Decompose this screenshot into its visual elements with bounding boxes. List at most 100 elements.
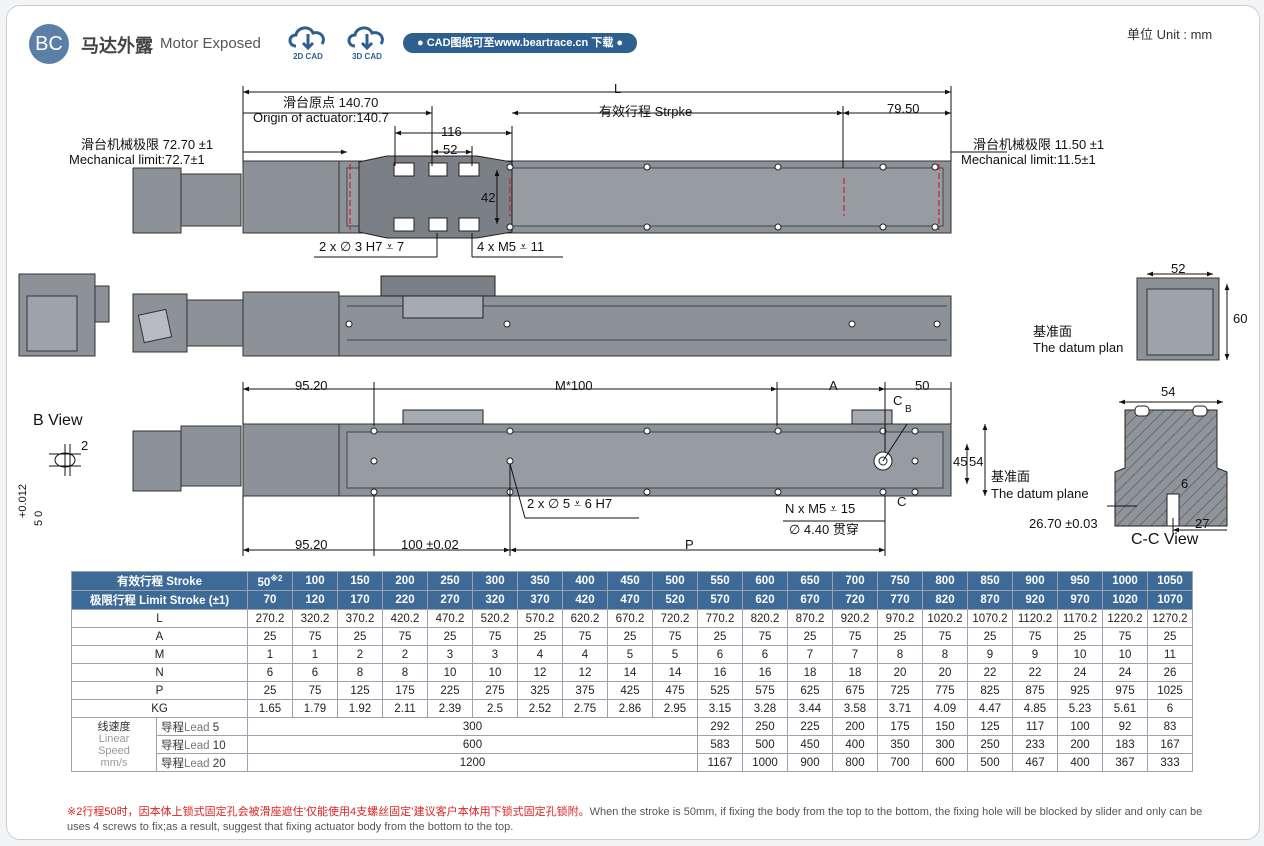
limit-cell: 620 xyxy=(742,590,788,610)
download-link[interactable]: ● CAD图纸可至www.beartrace.cn 下载 ● xyxy=(403,33,638,53)
table-cell: 620.2 xyxy=(562,609,608,628)
dim-100: 100 ±0.02 xyxy=(401,537,459,552)
table-cell: 25 xyxy=(1147,627,1193,646)
table-cell: 75 xyxy=(742,627,788,646)
table-cell: 325 xyxy=(517,681,563,700)
speed-label-en: Linear Speed mm/s xyxy=(98,732,130,769)
table-cell: 25 xyxy=(517,627,563,646)
table-cell: 7 xyxy=(832,645,878,664)
dim-27: 27 xyxy=(1195,516,1210,531)
speed-cell: 83 xyxy=(1147,717,1193,736)
table-cell: 820.2 xyxy=(742,609,788,628)
table-cell: 670.2 xyxy=(607,609,653,628)
table-cell: 24 xyxy=(1057,663,1103,682)
table-cell: 4.47 xyxy=(967,699,1013,718)
cad-2d-download[interactable]: 2D CAD xyxy=(283,22,333,61)
cad-3d-download[interactable]: 3D CAD xyxy=(342,22,392,61)
dim-95-20-bottom: 95.20 xyxy=(295,537,328,552)
speed-cell: 100 xyxy=(1057,717,1103,736)
speed-cell: 250 xyxy=(967,735,1013,754)
table-cell: 24 xyxy=(1102,663,1148,682)
table-cell: 2 xyxy=(382,645,428,664)
table-cell: 875 xyxy=(1012,681,1058,700)
stroke-cell: 50※2 xyxy=(247,571,293,591)
dim-60: 60 xyxy=(1233,311,1248,326)
hole-callout-4a: N x M5 ⩡ 15 xyxy=(785,501,856,516)
dim-6: 6 xyxy=(1181,476,1189,491)
table-cell: 370.2 xyxy=(337,609,383,628)
row-label: P xyxy=(71,681,248,700)
dim-L: L xyxy=(614,81,622,96)
b-view-title: B View xyxy=(33,412,83,429)
table-cell: 22 xyxy=(1012,663,1058,682)
speed-cell: 450 xyxy=(787,735,833,754)
row-label: KG xyxy=(71,699,248,718)
table-cell: 275 xyxy=(472,681,518,700)
bottom-view xyxy=(132,382,988,556)
table-cell: 14 xyxy=(652,663,698,682)
speed-cell: 125 xyxy=(967,717,1013,736)
lead-en: Lead xyxy=(184,721,210,734)
limit-cell: 520 xyxy=(652,590,698,610)
origin-cn: 滑台原点 140.70 xyxy=(283,95,379,110)
dim-95-20-top: 95.20 xyxy=(295,378,328,393)
speed-merged-cell: 300 xyxy=(247,717,698,736)
table-cell: 25 xyxy=(337,627,383,646)
table-cell: 75 xyxy=(652,627,698,646)
table-cell: 270.2 xyxy=(247,609,293,628)
table-cell: 9 xyxy=(1012,645,1058,664)
speed-cell: 1167 xyxy=(697,753,743,772)
speed-merged-cell: 1200 xyxy=(247,753,698,772)
limit-cell: 1020 xyxy=(1102,590,1148,610)
stroke-cell: 300 xyxy=(472,571,518,591)
speed-cell: 600 xyxy=(922,753,968,772)
table-cell: 2.39 xyxy=(427,699,473,718)
speed-cell: 167 xyxy=(1147,735,1193,754)
speed-cell: 583 xyxy=(697,735,743,754)
table-cell: 1 xyxy=(292,645,338,664)
limit-cell: 370 xyxy=(517,590,563,610)
table-cell: 5.61 xyxy=(1102,699,1148,718)
section-C-bottom: C xyxy=(897,494,907,509)
speed-cell: 233 xyxy=(1012,735,1058,754)
table-cell: 9 xyxy=(967,645,1013,664)
datum-en: The datum plan xyxy=(1033,340,1124,355)
table-cell: 1220.2 xyxy=(1102,609,1148,628)
limit-cell: 420 xyxy=(562,590,608,610)
table-cell: 1270.2 xyxy=(1147,609,1193,628)
table-cell: 18 xyxy=(787,663,833,682)
stroke-cell: 1050 xyxy=(1147,571,1193,591)
limit-cell: 1070 xyxy=(1147,590,1193,610)
table-cell: 16 xyxy=(697,663,743,682)
limit-cell: 970 xyxy=(1057,590,1103,610)
speed-cell: 300 xyxy=(922,735,968,754)
stroke-cell: 750 xyxy=(877,571,923,591)
cloud-download-icon xyxy=(288,26,325,51)
stroke-cell: 500 xyxy=(652,571,698,591)
table-cell: 5 xyxy=(607,645,653,664)
table-cell: 5.23 xyxy=(1057,699,1103,718)
table-cell: 125 xyxy=(337,681,383,700)
speed-cell: 700 xyxy=(877,753,923,772)
stroke-cell: 800 xyxy=(922,571,968,591)
footnote: ※2行程50时，因本体上锁式固定孔会被滑座遮住’仅能使用4支螺丝固定’建议客户本… xyxy=(67,805,1207,835)
table-cell: 3.71 xyxy=(877,699,923,718)
lead-cn: 导程 xyxy=(161,739,184,752)
table-cell: 525 xyxy=(697,681,743,700)
hole-callout-4b: ∅ 4.40 贯穿 xyxy=(789,522,859,537)
table-cell: 1 xyxy=(247,645,293,664)
table-cell: 3.44 xyxy=(787,699,833,718)
speed-cell: 225 xyxy=(787,717,833,736)
datum2-cn: 基准面 xyxy=(991,469,1031,484)
stroke-cell: 450 xyxy=(607,571,653,591)
lead-cn: 导程 xyxy=(161,757,184,770)
b-view-5: 5 0 xyxy=(33,510,45,526)
limit-cell: 320 xyxy=(472,590,518,610)
b-view-2: 2 xyxy=(81,438,89,453)
b-view-detail xyxy=(49,444,81,476)
table-cell: 320.2 xyxy=(292,609,338,628)
datum-cn: 基准面 xyxy=(1033,324,1073,339)
limit-cell: 470 xyxy=(607,590,653,610)
